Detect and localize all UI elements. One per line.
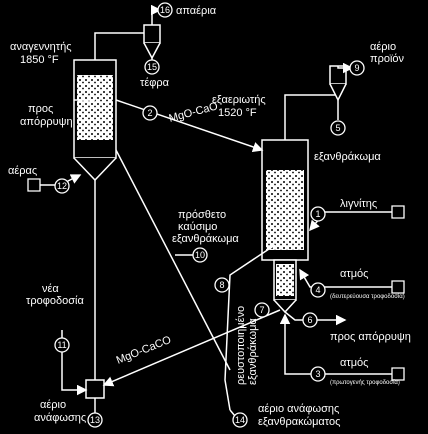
stream-7: 7 [259,305,264,315]
stream-2: 2 [147,108,152,118]
vertical-label-1: ρευστοποιημένο [235,306,247,385]
drain-label-gasifier: προς απόρρυψη [330,331,411,343]
stream-10: 10 [195,250,205,260]
gasifier-temp: 1520 °F [218,107,257,119]
ash-gas-line [151,4,162,25]
char-recycle-line [224,244,276,411]
diagram-labels: απαέρια τέφρα αναγεννητής 1850 °F εξαερι… [8,5,411,428]
air-source-marker [27,178,41,192]
regenerator-gas-line [94,32,152,60]
new-feed-label-2: τροφοδοσία [26,295,84,307]
steam-1-label: ατμός [340,268,368,280]
stream-number-labels: 16 15 2 9 5 12 1 10 8 4 7 6 11 3 13 14 [57,5,360,425]
product-gas-label-1: αέριο [370,41,396,53]
gasifier-gas-line [284,82,339,140]
lignite-source-marker [391,205,405,219]
vertical-label-2: εξανθράκωμα [247,318,259,385]
steam-1-source-marker [391,280,405,294]
regenerator-vessel [73,59,117,190]
combustion-gas-label-2: ανάφωσης [34,412,86,424]
gasifier-name: εξαεριωτής [212,94,266,106]
stream-markers [54,2,365,428]
stream-6: 6 [307,315,312,325]
mixer-box [85,379,105,399]
stream-11: 11 [57,340,66,350]
steam-2-label: ατμός [340,357,368,369]
lignite-label: λιγνίτης [340,198,377,210]
stream-5: 5 [335,123,340,133]
stream-4: 4 [315,285,320,295]
drain-line-gasifier [284,311,347,326]
source-markers [27,178,405,381]
stream-1: 1 [315,209,320,219]
gasifier-vessel [261,139,309,314]
extra-fuel-label-2: καύσιμο [178,221,217,233]
steam-1-note: (δευτερεύουσα τροφοδοσία) [330,294,405,300]
ash-label: τέφρα [140,77,170,89]
stream-3: 3 [315,369,320,379]
recycle-line-diag [115,149,231,371]
mgo-cao-line [115,99,264,153]
steam-2-source-marker [391,367,405,381]
product-gas-label-2: προϊόν [370,53,405,65]
product-gas-line [337,62,354,74]
regenerator-name: αναγεννητής [10,41,72,53]
combustion-gas-label-1: αέριο [40,399,66,411]
drain-label-2: απόρρυψη [20,116,73,128]
steam-2-line [279,313,392,375]
regenerator-temp: 1850 °F [20,54,59,66]
mgo-caco3-line [102,309,281,387]
combustion-gas-char-label-2: εξανθρακώματος [258,416,340,428]
drain-label-1: προς [28,103,53,115]
stream-13: 13 [90,415,100,425]
new-feed-label-1: νέα [42,283,59,295]
extra-fuel-label-1: πρόσθετο [178,209,226,221]
air-label: αέρας [8,165,37,177]
stream-14: 14 [235,415,245,425]
stream-12: 12 [57,181,67,191]
combustion-gas-char-label-1: αέριο ανάφωσης [258,403,339,415]
stream-15: 15 [147,62,157,72]
stream-16: 16 [160,5,170,15]
ash-gas-label: απαέρια [176,5,217,17]
stream-8: 8 [219,280,224,290]
steam-1-line [299,268,392,288]
mgo-caco3-label: MgO-CaCO [115,334,174,367]
stream-9: 9 [354,63,359,73]
char-dust-label: εξανθράκωμα [314,151,381,163]
extra-fuel-label-3: εξανθράκωμα [172,233,239,245]
mgo-cao-label: MgO-CaO [168,100,220,125]
steam-2-note: (πρωτογενής τροφοδοσία) [330,379,400,386]
regenerator-cyclone [143,24,161,60]
